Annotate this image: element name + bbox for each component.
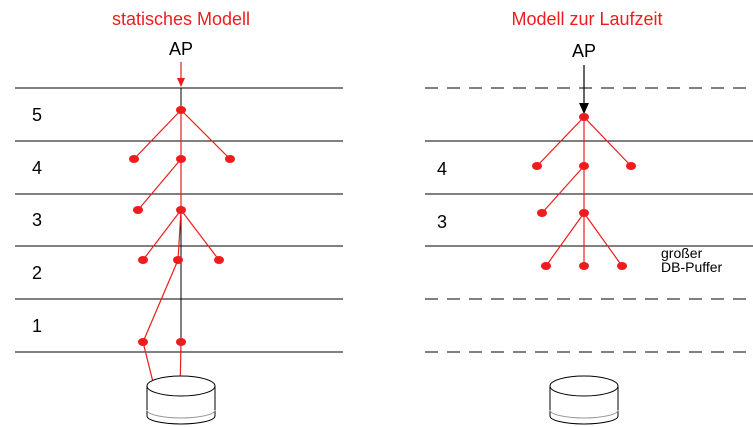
tree-edge [177, 209, 182, 261]
tree-node [176, 106, 186, 114]
disk-band [146, 409, 216, 419]
static-layer-lines [15, 87, 343, 353]
buffer-label-line2: DB-Puffer [661, 259, 723, 275]
runtime-ap-label: AP [572, 41, 596, 61]
runtime-layer-number: 3 [437, 212, 447, 232]
runtime-call-nodes [532, 113, 636, 270]
tree-node [579, 209, 589, 217]
static-layer-number: 1 [32, 316, 42, 336]
tree-edge [180, 109, 231, 160]
tree-node [133, 206, 143, 214]
static-layer-number: 5 [32, 105, 42, 125]
tree-node [579, 162, 589, 170]
static-disk-icon [146, 375, 216, 425]
tree-edge [180, 209, 220, 261]
tree-node [176, 155, 186, 163]
tree-node [176, 338, 186, 346]
tree-node [129, 155, 139, 163]
static-layer-number: 3 [32, 210, 42, 230]
static-call-tree [133, 109, 231, 395]
runtime-call-tree [536, 116, 632, 267]
runtime-model-title: Modell zur Laufzeit [511, 9, 662, 29]
disk-top [146, 375, 216, 397]
tree-node [617, 262, 627, 270]
runtime-layer-number: 4 [437, 159, 447, 179]
tree-node [176, 206, 186, 214]
runtime-model: Modell zur Laufzeit AP 4 3 großer DB-Puf… [425, 9, 753, 425]
tree-node [225, 155, 235, 163]
tree-edge [545, 212, 585, 267]
tree-node [579, 113, 589, 121]
static-model-title: statisches Modell [112, 9, 250, 29]
static-layer-number: 4 [32, 158, 42, 178]
tree-node [138, 338, 148, 346]
tree-edge [536, 116, 585, 167]
tree-edge [583, 116, 632, 167]
static-model: statisches Modell AP 5 4 3 2 1 [15, 9, 343, 425]
tree-node [541, 262, 551, 270]
buffer-label-line1: großer [661, 245, 703, 261]
tree-node [579, 262, 589, 270]
tree-node [537, 209, 547, 217]
tree-node [138, 256, 148, 264]
runtime-layer-lines [425, 87, 753, 353]
tree-edge [541, 165, 585, 214]
runtime-disk-icon [549, 375, 619, 425]
tree-node [214, 256, 224, 264]
tree-edge [142, 259, 179, 343]
tree-edge [133, 109, 182, 160]
disk-top [549, 375, 619, 397]
tree-node [626, 162, 636, 170]
tree-edge [137, 158, 182, 211]
disk-body [146, 386, 216, 425]
tree-node [532, 162, 542, 170]
static-layer-number: 2 [32, 263, 42, 283]
static-ap-label: AP [169, 39, 193, 59]
tree-edge [142, 209, 182, 261]
disk-body [549, 386, 619, 425]
tree-node [173, 256, 183, 264]
tree-edge [583, 212, 623, 267]
static-call-nodes [129, 106, 235, 346]
disk-band [549, 409, 619, 419]
